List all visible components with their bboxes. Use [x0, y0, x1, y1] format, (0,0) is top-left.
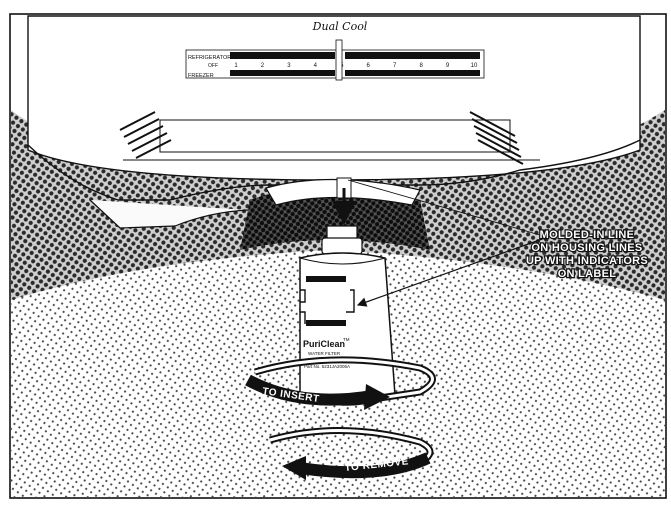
indicator-bar-bottom: [306, 320, 346, 326]
filter-subtitle: WATER FILTER: [308, 351, 341, 356]
callout-line-2: ON HOUSING LINES: [531, 242, 642, 254]
filter-brand: PuriClean: [303, 339, 345, 349]
callout-line-1: MOLDED-IN LINE: [540, 229, 635, 241]
off-label: OFF: [208, 63, 218, 69]
control-slider-marker: [336, 40, 342, 80]
brand-script: Dual Cool: [312, 20, 368, 33]
callout-line-4: ON LABEL: [558, 268, 617, 280]
refrigerator-label: REFRIGERATOR: [188, 55, 231, 61]
freezer-label: FREEZER: [188, 73, 214, 79]
indicator-bar-top: [306, 276, 346, 282]
filter-trademark: TM: [343, 337, 350, 342]
callout-line-3: UP WITH INDICATORS: [526, 255, 648, 267]
scale-number: 10: [471, 63, 478, 69]
